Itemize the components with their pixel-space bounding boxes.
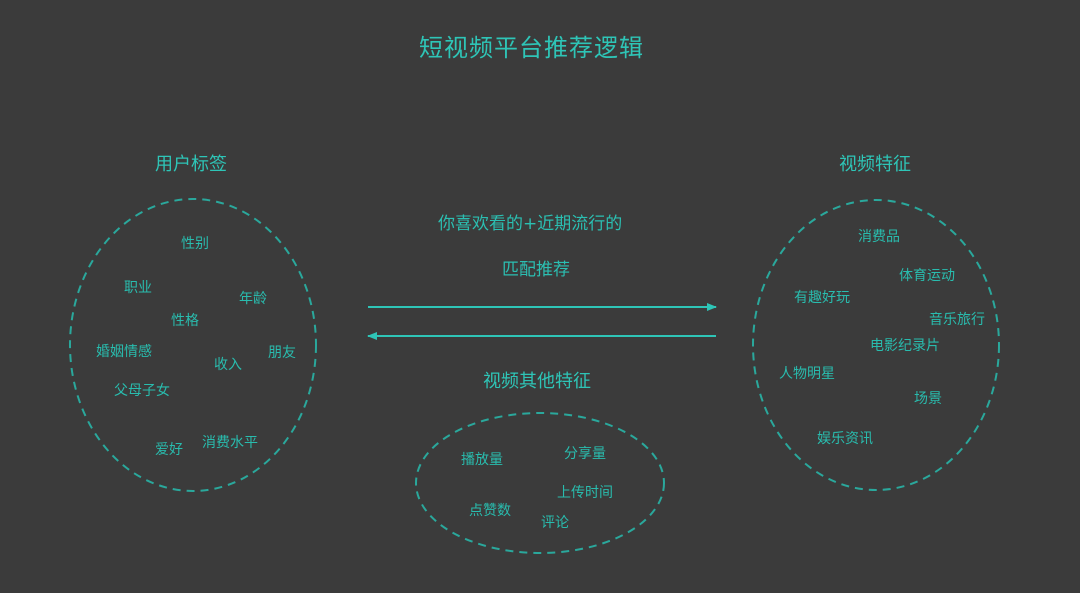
match-recommend-label: 匹配推荐 xyxy=(502,260,570,280)
video-feature: 消费品 xyxy=(858,229,900,245)
user-tag: 性别 xyxy=(181,236,209,252)
video-feature: 娱乐资讯 xyxy=(817,431,873,447)
user-tag: 年龄 xyxy=(239,291,267,307)
diagram-title: 短视频平台推荐逻辑 xyxy=(419,34,644,62)
other-feature: 评论 xyxy=(541,515,569,531)
user-tag: 收入 xyxy=(214,357,242,373)
user-tag: 父母子女 xyxy=(114,383,170,399)
user-tag: 朋友 xyxy=(268,345,296,361)
other-feature: 播放量 xyxy=(461,452,503,468)
video-feature: 人物明星 xyxy=(779,366,835,382)
user-tag: 消费水平 xyxy=(202,435,258,451)
user-tag: 婚姻情感 xyxy=(96,344,152,360)
user-tag: 职业 xyxy=(124,280,152,296)
other-features-ellipse xyxy=(415,412,665,554)
video-features-ellipse xyxy=(752,199,1000,491)
user-tags-ellipse xyxy=(69,198,317,492)
user-tag: 性格 xyxy=(171,313,199,329)
other-features-heading: 视频其他特征 xyxy=(483,371,591,392)
user-tag: 爱好 xyxy=(155,442,183,458)
match-description: 你喜欢看的+近期流行的 xyxy=(438,214,623,234)
other-feature: 分享量 xyxy=(564,446,606,462)
other-feature: 点赞数 xyxy=(469,503,511,519)
user-tags-heading: 用户标签 xyxy=(155,154,227,175)
video-feature: 电影纪录片 xyxy=(870,338,940,354)
other-feature: 上传时间 xyxy=(557,485,613,501)
video-features-heading: 视频特征 xyxy=(839,154,911,175)
video-feature: 有趣好玩 xyxy=(794,290,850,306)
video-feature: 体育运动 xyxy=(899,268,955,284)
video-feature: 音乐旅行 xyxy=(929,312,985,328)
video-feature: 场景 xyxy=(914,391,942,407)
